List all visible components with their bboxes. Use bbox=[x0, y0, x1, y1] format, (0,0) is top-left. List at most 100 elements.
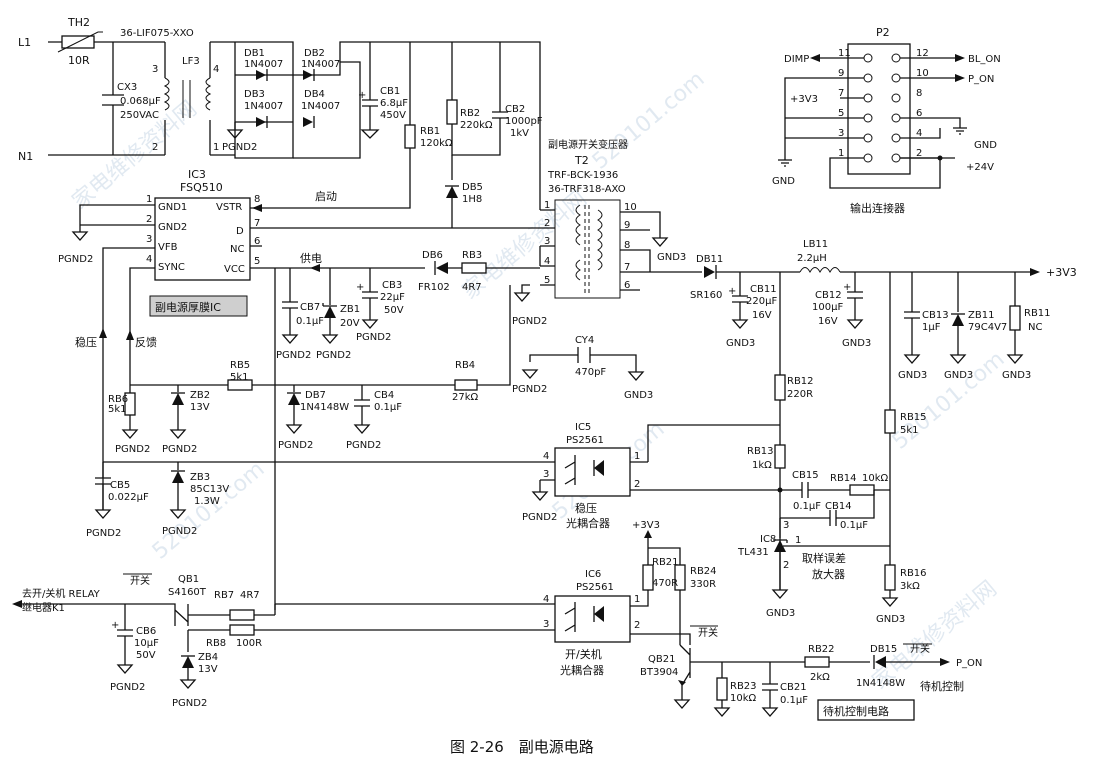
svg-text:CB2: CB2 bbox=[505, 104, 525, 115]
svg-text:1kΩ: 1kΩ bbox=[752, 460, 772, 471]
svg-text:2: 2 bbox=[146, 214, 152, 225]
svg-text:GND2: GND2 bbox=[158, 222, 187, 233]
svg-text:RB8: RB8 bbox=[206, 638, 226, 649]
svg-text:去开/关机 RELAY: 去开/关机 RELAY bbox=[22, 587, 101, 600]
svg-text:DB15: DB15 bbox=[870, 644, 897, 655]
svg-text:4: 4 bbox=[146, 254, 152, 265]
svg-text:5k1: 5k1 bbox=[900, 425, 919, 436]
svg-text:继电器K1: 继电器K1 bbox=[22, 601, 65, 614]
svg-text:2kΩ: 2kΩ bbox=[810, 672, 830, 683]
svg-text:CB1: CB1 bbox=[380, 86, 400, 97]
svg-text:8: 8 bbox=[916, 88, 922, 99]
svg-text:50V: 50V bbox=[136, 650, 156, 661]
svg-text:2: 2 bbox=[544, 218, 550, 229]
svg-text:DB1: DB1 bbox=[244, 48, 265, 59]
lf3-coil-b bbox=[205, 77, 212, 111]
svg-text:85C13V: 85C13V bbox=[190, 484, 229, 495]
ic6-optocoupler: IC6 PS2561 43 12 开/关机 光耦合器 bbox=[275, 569, 691, 677]
svg-text:GND3: GND3 bbox=[657, 252, 686, 263]
svg-text:1.3W: 1.3W bbox=[194, 496, 220, 507]
svg-text:开关: 开关 bbox=[130, 574, 150, 587]
svg-text:GND3: GND3 bbox=[842, 338, 871, 349]
feedback-network: RB5 5k1 RB4 27kΩ RB6 5k1 PGND2 ZB2 13V P… bbox=[86, 268, 540, 610]
svg-text:1: 1 bbox=[213, 142, 219, 153]
lb11-inductor bbox=[799, 267, 841, 274]
figure-caption: 图 2-26 副电源电路 bbox=[450, 738, 594, 756]
svg-text:4: 4 bbox=[213, 64, 219, 75]
svg-text:PS2561: PS2561 bbox=[576, 582, 614, 593]
svg-text:CB4: CB4 bbox=[374, 390, 394, 401]
svg-text:+24V: +24V bbox=[966, 162, 994, 173]
svg-text:LB11: LB11 bbox=[803, 239, 828, 250]
svg-text:PGND2: PGND2 bbox=[110, 682, 145, 693]
svg-text:IC8: IC8 bbox=[760, 534, 776, 545]
svg-text:1N4148W: 1N4148W bbox=[856, 678, 905, 689]
svg-text:家电维修资料网: 家电维修资料网 bbox=[868, 576, 1002, 694]
svg-text:+3V3: +3V3 bbox=[632, 520, 660, 531]
svg-text:100μF: 100μF bbox=[812, 302, 843, 313]
svg-text:RB3: RB3 bbox=[462, 250, 482, 261]
svg-text:10: 10 bbox=[624, 202, 637, 213]
svg-text:1N4007: 1N4007 bbox=[301, 101, 340, 112]
svg-text:+: + bbox=[843, 282, 851, 293]
svg-text:1: 1 bbox=[544, 200, 550, 211]
svg-text:GND3: GND3 bbox=[624, 390, 653, 401]
svg-text:3: 3 bbox=[543, 469, 549, 480]
svg-text:VCC: VCC bbox=[224, 264, 245, 275]
ic3-fsq510: IC3 FSQ510 GND1 GND2 VFB SYNC VSTR D NC … bbox=[58, 168, 540, 510]
svg-text:22μF: 22μF bbox=[380, 292, 405, 303]
svg-text:16V: 16V bbox=[752, 310, 772, 321]
svg-text:RB22: RB22 bbox=[808, 644, 835, 655]
svg-text:PGND2: PGND2 bbox=[162, 444, 197, 455]
svg-text:开关: 开关 bbox=[698, 626, 718, 639]
svg-text:1N4007: 1N4007 bbox=[301, 59, 340, 70]
svg-text:BL_ON: BL_ON bbox=[968, 54, 1001, 65]
svg-text:TH2: TH2 bbox=[67, 16, 90, 29]
svg-text:4: 4 bbox=[916, 128, 922, 139]
svg-text:8: 8 bbox=[254, 194, 260, 205]
svg-text:P_ON: P_ON bbox=[956, 658, 982, 669]
svg-text:ZB1: ZB1 bbox=[340, 304, 360, 315]
svg-text:CB14: CB14 bbox=[825, 501, 852, 512]
svg-text:450V: 450V bbox=[380, 110, 406, 121]
svg-text:1kV: 1kV bbox=[510, 128, 529, 139]
svg-text:12: 12 bbox=[916, 48, 929, 59]
svg-text:220kΩ: 220kΩ bbox=[460, 120, 493, 131]
svg-text:P_ON: P_ON bbox=[968, 74, 994, 85]
svg-text:FSQ510: FSQ510 bbox=[180, 181, 223, 194]
svg-text:10R: 10R bbox=[68, 54, 90, 67]
svg-text:27kΩ: 27kΩ bbox=[452, 392, 479, 403]
svg-text:1: 1 bbox=[838, 148, 844, 159]
svg-text:CB15: CB15 bbox=[792, 470, 819, 481]
svg-text:DB3: DB3 bbox=[244, 89, 265, 100]
svg-text:PGND2: PGND2 bbox=[115, 444, 150, 455]
svg-text:VSTR: VSTR bbox=[216, 202, 242, 213]
svg-text:1: 1 bbox=[634, 451, 640, 462]
svg-text:副电源开关变压器: 副电源开关变压器 bbox=[548, 138, 628, 151]
svg-text:79C4V7: 79C4V7 bbox=[968, 322, 1007, 333]
label-regulate: 稳压 bbox=[75, 335, 97, 349]
svg-text:QB21: QB21 bbox=[648, 654, 675, 665]
relay-driver: 去开/关机 RELAY 继电器K1 开关 QB1 S4160T RB7 4R7 … bbox=[12, 573, 540, 709]
net-l1: L1 bbox=[18, 36, 31, 49]
svg-text:CY4: CY4 bbox=[575, 335, 594, 346]
svg-text:IC5: IC5 bbox=[575, 422, 591, 433]
svg-text:PGND2: PGND2 bbox=[346, 440, 381, 451]
svg-text:待机控制: 待机控制 bbox=[920, 679, 964, 693]
svg-text:DB7: DB7 bbox=[305, 390, 326, 401]
svg-text:3kΩ: 3kΩ bbox=[900, 581, 920, 592]
secondary-output: DB11 SR160 + CB11 220μF 16V GND3 LB11 2.… bbox=[690, 239, 1077, 625]
svg-text:PGND2: PGND2 bbox=[512, 316, 547, 327]
svg-text:LF3: LF3 bbox=[182, 56, 200, 67]
svg-text:GND3: GND3 bbox=[1002, 370, 1031, 381]
svg-text:PGND2: PGND2 bbox=[58, 254, 93, 265]
svg-text:PGND2: PGND2 bbox=[276, 350, 311, 361]
svg-text:GND3: GND3 bbox=[766, 608, 795, 619]
svg-text:330R: 330R bbox=[690, 579, 716, 590]
svg-text:GND3: GND3 bbox=[726, 338, 755, 349]
svg-text:13V: 13V bbox=[190, 402, 210, 413]
svg-text:放大器: 放大器 bbox=[812, 567, 845, 581]
svg-text:ZB3: ZB3 bbox=[190, 472, 210, 483]
svg-text:1000pF: 1000pF bbox=[505, 116, 543, 127]
svg-text:CB21: CB21 bbox=[780, 682, 807, 693]
